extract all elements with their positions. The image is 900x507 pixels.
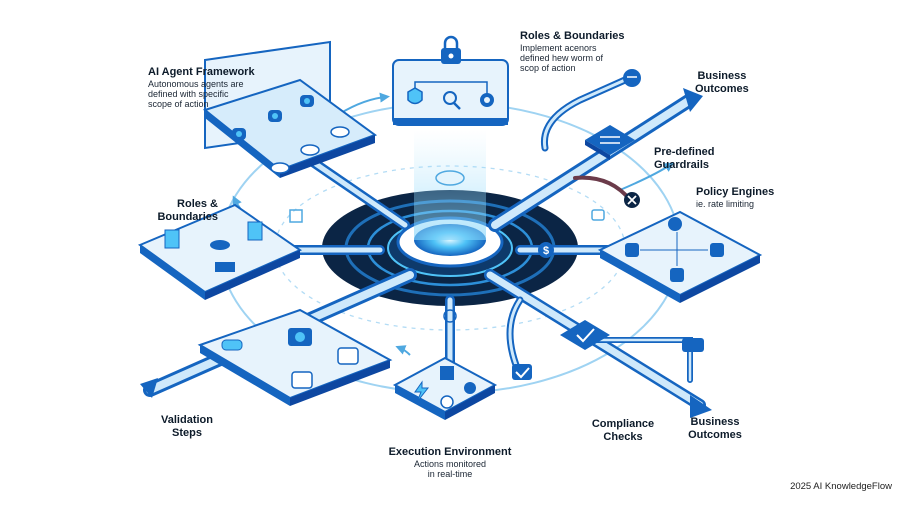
orbit-arrow (619, 162, 675, 191)
label-policy: Policy Engines ie. rate limiting (696, 186, 775, 209)
label-business-top: Business Outcomes (695, 70, 749, 95)
checkmark-icon (576, 328, 595, 343)
label-roles-left: Roles & Boundaries (157, 198, 218, 223)
document-icon (247, 221, 263, 241)
user-icon (300, 144, 320, 156)
lightning-icon (414, 380, 430, 403)
card-node (682, 338, 704, 352)
database-icon (210, 240, 230, 250)
checkmark-icon (270, 162, 290, 174)
lock-icon (591, 209, 605, 221)
orbit-arrow (395, 345, 411, 356)
label-execution: Execution Environment Actions monitored … (388, 446, 512, 479)
panel-validation (197, 308, 393, 406)
robot-icon (232, 95, 314, 140)
label-business-bottom: Business Outcomes (688, 416, 742, 441)
guardrail-path (573, 175, 632, 202)
magnifier-icon (443, 91, 457, 105)
dollar-icon (538, 242, 554, 258)
panel-agent-framework (202, 40, 378, 178)
clock-icon (440, 395, 454, 409)
panel-execution (392, 309, 498, 420)
central-hub (322, 130, 578, 306)
gauge-icon (668, 217, 682, 231)
arrowhead-left (140, 378, 158, 398)
label-compliance: Compliance Checks (591, 418, 655, 443)
chat-node (623, 69, 641, 87)
arrowhead-top (683, 88, 703, 112)
cube-icon (289, 209, 303, 223)
cube-icon (440, 366, 454, 380)
panel-roles-left (137, 203, 303, 300)
panel-roles-top (392, 35, 509, 126)
label-guardrails: Pre-defined Guardrails (654, 146, 715, 171)
connector-paths (143, 76, 706, 411)
arrowhead-bottom (690, 395, 712, 418)
compliance-node (560, 320, 610, 350)
eye-icon (435, 170, 465, 186)
label-agent-framework: AI Agent Framework Autonomous agents are… (148, 66, 255, 110)
checkmark-icon (512, 364, 532, 380)
eye-icon (443, 309, 457, 323)
user-icon (330, 126, 350, 138)
label-roles-top: Roles & Boundaries Implement acenors def… (520, 30, 625, 74)
shield-check-icon (407, 87, 423, 105)
lock-icon (441, 35, 461, 64)
watermark: 2025 AI KnowledgeFlow (790, 481, 892, 492)
panel-policy (597, 210, 763, 303)
guardrail-node (585, 125, 635, 160)
lock-icon (710, 243, 724, 257)
svg-text:$: $ (543, 245, 549, 257)
document-icon (164, 229, 180, 249)
label-validation: Validation Steps (161, 414, 213, 439)
gear-icon (464, 382, 476, 394)
